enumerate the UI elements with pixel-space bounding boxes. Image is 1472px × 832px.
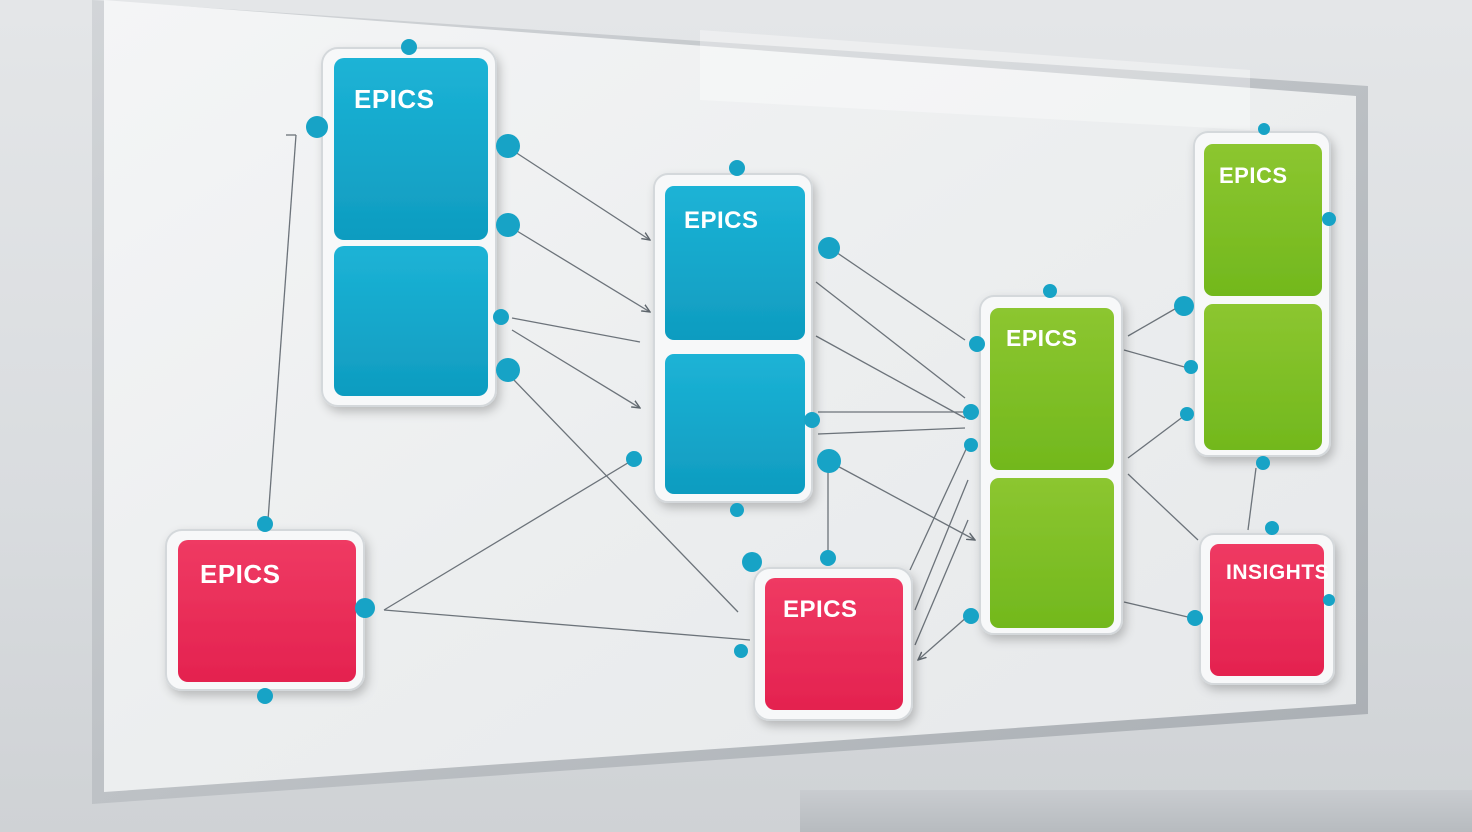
connector-line [1127,473,1199,541]
connector-line [914,519,969,646]
connector-dot[interactable] [804,412,820,428]
connector-dot[interactable] [1256,456,1270,470]
connector-dot[interactable] [818,237,840,259]
connector-dot[interactable] [1265,521,1279,535]
connector-line [511,227,650,312]
connector-dots [257,39,1336,704]
card-title: INSIGHTS [1226,561,1329,584]
card-insights[interactable]: INSIGHTS [1199,533,1335,685]
connector-line [267,134,297,521]
connector-line [829,247,966,341]
connector-dot[interactable] [257,516,273,532]
card-title: EPICS [1219,163,1288,188]
connector-line [511,377,739,613]
connector-dot[interactable] [355,598,375,618]
connector-dot[interactable] [734,644,748,658]
connector-line [383,457,637,611]
connector-line [815,281,966,399]
connector-line [511,329,640,408]
connector-dot[interactable] [729,160,745,176]
connector-dot[interactable] [257,688,273,704]
connector-dot[interactable] [493,309,509,325]
connector-dot[interactable] [626,451,642,467]
connector-dot[interactable] [306,116,328,138]
connector-dot[interactable] [1184,360,1198,374]
connector-dot[interactable] [1322,212,1336,226]
connection-lines [267,134,1257,660]
card-title: EPICS [200,559,281,589]
card-bottom-center[interactable]: EPICS [753,567,913,721]
connector-line [511,317,641,343]
connector-dot[interactable] [1043,284,1057,298]
card-title: EPICS [684,207,759,234]
connector-dot[interactable] [1180,407,1194,421]
connector-dot[interactable] [742,552,762,572]
connector-dot[interactable] [730,503,744,517]
connector-line [1123,601,1193,619]
connector-line [815,335,966,419]
connector-line [817,427,966,435]
connector-line [1247,467,1257,531]
connector-dot[interactable] [401,39,417,55]
connector-dot[interactable] [964,438,978,452]
card-title: EPICS [783,596,858,623]
connector-line [1127,305,1181,337]
connector-dot[interactable] [1258,123,1270,135]
connector-dot[interactable] [820,550,836,566]
connector-dot[interactable] [969,336,985,352]
connector-dot[interactable] [963,404,979,420]
card-title: EPICS [354,84,435,114]
whiteboard-tray [800,790,1472,832]
card-center[interactable]: EPICS [653,173,813,503]
card-top-left[interactable]: EPICS [321,47,497,407]
connector-line [1127,415,1185,459]
connector-dot[interactable] [496,213,520,237]
card-bottom-left[interactable]: EPICS [165,529,365,691]
connector-dot[interactable] [963,608,979,624]
connector-dot[interactable] [1187,610,1203,626]
connector-dot[interactable] [817,449,841,473]
connector-dot[interactable] [1174,296,1194,316]
card-title: EPICS [1006,325,1078,351]
connector-line [1123,349,1189,369]
connector-dot[interactable] [496,134,520,158]
card-right-middle[interactable]: EPICS [979,295,1123,635]
connector-dot[interactable] [1323,594,1335,606]
connector-line [511,149,650,240]
connector-line [914,479,969,611]
connector-line [918,615,969,660]
connector-line [829,461,975,540]
connector-dot[interactable] [496,358,520,382]
connector-line [383,609,751,641]
connector-line [909,444,969,571]
card-top-right[interactable]: EPICS [1193,131,1331,457]
